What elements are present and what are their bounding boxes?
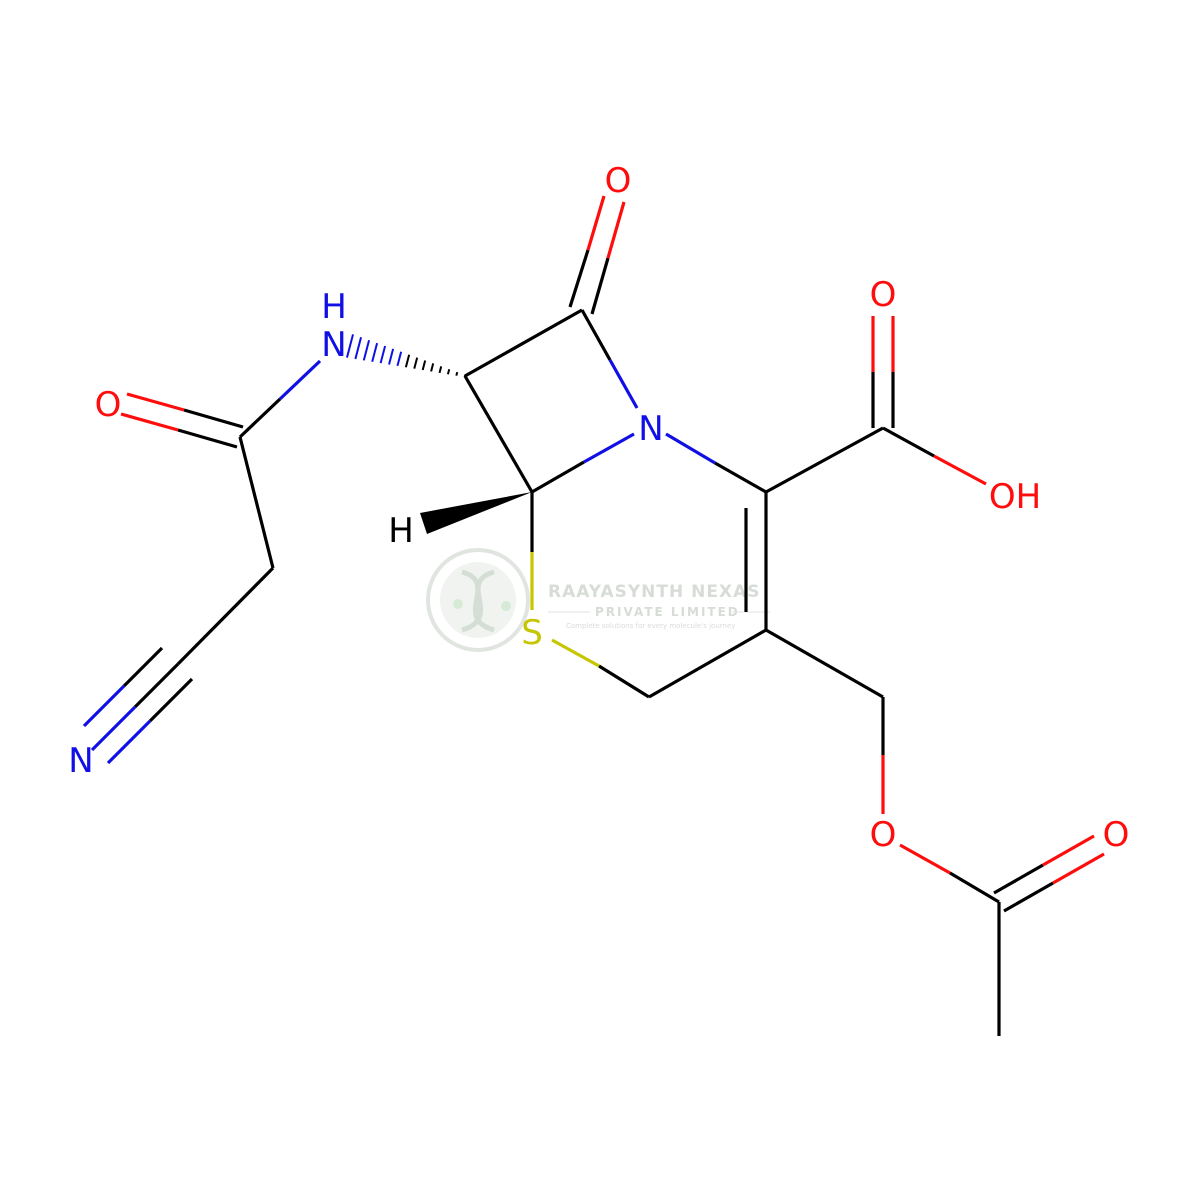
- bond-c7-c8: [464, 308, 583, 378]
- atom-carbonyl-oxygen: O: [605, 161, 632, 201]
- hash-line: [413, 357, 419, 369]
- atom-ring-nitrogen: N: [638, 409, 663, 449]
- atom-hydroxyl: OH: [989, 477, 1041, 517]
- atom-sulfur: S: [521, 613, 543, 653]
- hash-line: [346, 334, 354, 358]
- hash-line: [446, 368, 451, 375]
- atom-acid-carbonyl-oxygen: O: [870, 275, 897, 315]
- atom-amide-oxygen: O: [95, 385, 122, 425]
- atom-amide-hydrogen: H: [321, 287, 347, 327]
- hash-line: [362, 339, 371, 361]
- bond-c3-c2: [648, 628, 767, 699]
- watermark-logo-ring: [426, 548, 530, 652]
- bond-acyl-o-double: [993, 863, 1044, 895]
- bond-amide-c-ch2: [238, 436, 275, 569]
- bond-c2-s: [598, 664, 650, 699]
- solid-wedge-c6-h: [420, 492, 532, 534]
- watermark: RAAYASYNTH NEXAS PRIVATE LIMITED Complet…: [426, 548, 770, 652]
- atom-labels: O O OH N H N O H S N O O: [68, 161, 1129, 855]
- bond-o-acyl: [899, 843, 951, 875]
- bond-c4-cooh: [765, 426, 884, 494]
- atom-ester-carbonyl-oxygen: O: [1103, 815, 1130, 855]
- hash-line: [438, 366, 443, 374]
- hash-line: [396, 351, 403, 367]
- hash-line: [463, 374, 467, 378]
- hash-line: [379, 345, 387, 364]
- hash-line: [388, 348, 395, 365]
- hash-line: [354, 337, 363, 360]
- watermark-subtitle: PRIVATE LIMITED: [595, 605, 740, 619]
- bond-ch2-cn: [176, 566, 275, 666]
- watermark-company: RAAYASYNTH NEXAS: [548, 582, 761, 602]
- bond-n-amide-c: [278, 359, 322, 401]
- hash-line: [371, 342, 379, 363]
- atom-amide-nitrogen: N: [321, 325, 346, 365]
- hash-line: [455, 371, 459, 376]
- hash-line: [404, 354, 411, 368]
- hash-line: [430, 363, 435, 372]
- bond-c8-o-double: [568, 249, 590, 308]
- bond-c3-ch2: [765, 628, 884, 699]
- watermark-tagline: Complete solutions for every molecule's …: [566, 622, 735, 630]
- bond-c6-n: [531, 460, 585, 494]
- bond-c8-n: [580, 309, 612, 361]
- watermark-dna-icon: [461, 569, 495, 633]
- atom-stereo-hydrogen: H: [388, 511, 414, 551]
- bond-n-c4: [665, 432, 716, 465]
- bond-nitrile-triple: [133, 662, 180, 709]
- atom-ester-oxygen: O: [870, 815, 897, 855]
- bond-cooh-oh: [882, 426, 935, 458]
- bonds: [82, 195, 1105, 1036]
- hashed-wedge-c7-nh: [346, 334, 467, 378]
- atom-nitrile-nitrogen: N: [68, 741, 93, 781]
- bond-c7-c6: [463, 375, 534, 493]
- hash-line: [421, 360, 427, 371]
- bond-amide-o-double: [183, 408, 244, 429]
